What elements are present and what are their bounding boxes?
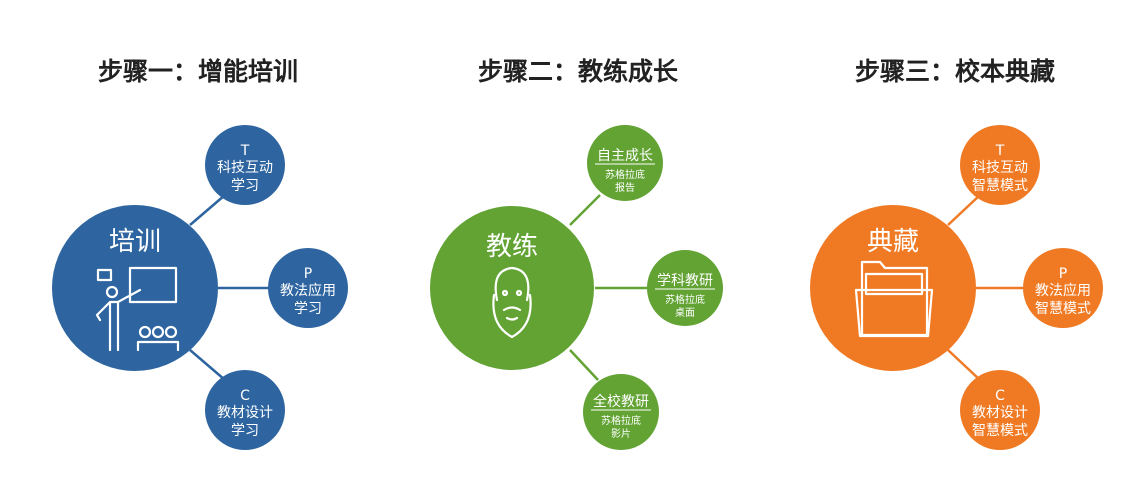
teacher-presenting-icon: [95, 266, 180, 352]
connector: [947, 194, 981, 226]
connector: [189, 194, 226, 226]
node-label: 教法应用: [280, 282, 336, 299]
node-label: 自主成长: [597, 148, 653, 164]
node-label: 智慧模式: [972, 178, 1028, 194]
node-label: 报告: [615, 181, 635, 194]
node-label: 教材设计: [972, 405, 1028, 421]
connector: [569, 194, 601, 226]
node-label: 学习: [294, 301, 322, 317]
center-circle: [430, 206, 594, 370]
node-circle: [205, 125, 285, 205]
node-label: 苏格拉底: [665, 293, 705, 306]
step-1: 步骤一：增能培训 培训 T 科技互动 学习 P 教法应用 学习 C 教材设计 学…: [52, 57, 348, 450]
node-label: 智慧模式: [1035, 301, 1091, 317]
node-label: 教法应用: [1035, 282, 1091, 299]
node-label: T: [995, 143, 1005, 159]
socrates-face-icon: [492, 266, 532, 339]
node-label: P: [304, 266, 312, 282]
connector: [947, 349, 981, 381]
node-circle: [960, 370, 1040, 450]
node-circle: [960, 125, 1040, 205]
node-circle: [205, 370, 285, 450]
step-title: 步骤二：教练成长: [478, 57, 679, 86]
node-label: C: [240, 388, 250, 404]
step-title: 步骤三：校本典藏: [855, 57, 1055, 86]
node-circle: [647, 250, 723, 326]
node-label: 苏格拉底: [605, 168, 645, 181]
step-3: 步骤三：校本典藏 典藏 T 科技互动 智慧模式 P 教法应用 智慧模式 C 教材…: [810, 57, 1103, 450]
center-label: 培训: [109, 227, 161, 257]
node-circle: [583, 374, 659, 450]
node-label: 智慧模式: [972, 423, 1028, 439]
node-circle: [587, 125, 663, 201]
node-label: 学习: [231, 178, 259, 194]
center-label: 典藏: [867, 227, 919, 257]
node-label: 桌面: [675, 306, 695, 319]
node-label: 学科教研: [657, 273, 713, 289]
node-label: 学习: [231, 423, 259, 439]
node-label: 影片: [611, 427, 631, 440]
node-label: T: [240, 143, 250, 159]
node-label: C: [995, 388, 1005, 404]
step-2: 步骤二：教练成长 教练 自主成长 苏格拉底 报告 学科教研 苏格拉底 桌面 全校…: [430, 57, 723, 450]
node-label: P: [1059, 266, 1067, 282]
node-label: 科技互动: [217, 160, 273, 176]
step-title: 步骤一：增能培训: [98, 57, 298, 86]
node-circle: [268, 248, 348, 328]
node-label: 教材设计: [217, 405, 273, 421]
node-label: 苏格拉底: [601, 414, 641, 427]
connector: [569, 349, 599, 381]
node-label: 科技互动: [972, 160, 1028, 176]
folder-icon: [854, 260, 934, 338]
node-label: 全校教研: [593, 393, 649, 410]
node-circle: [1023, 248, 1103, 328]
center-circle: [810, 205, 976, 371]
connector: [189, 349, 226, 381]
center-label: 教练: [486, 232, 538, 262]
